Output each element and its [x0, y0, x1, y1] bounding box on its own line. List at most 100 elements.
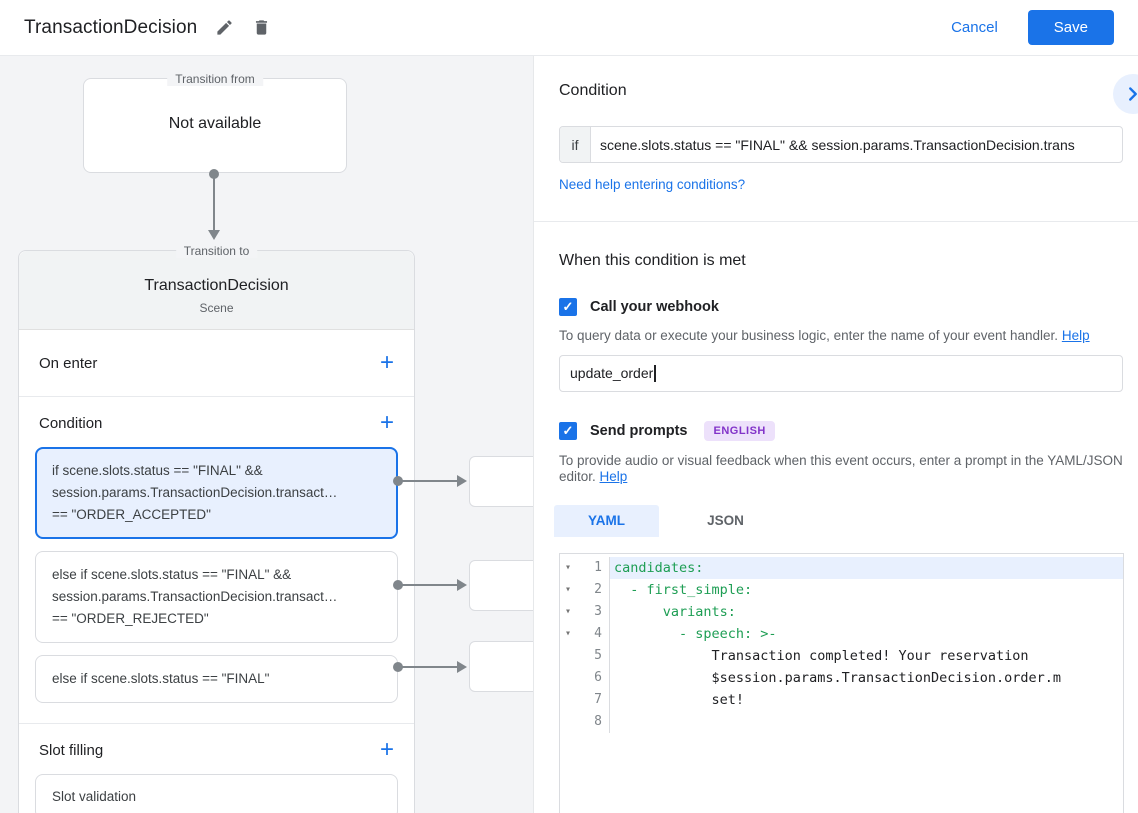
- connector-line: [399, 584, 457, 586]
- scene-type-label: Scene: [199, 301, 234, 315]
- prompts-help-link[interactable]: Help: [599, 469, 628, 484]
- trash-icon: [256, 20, 268, 35]
- arrow-right-icon: [457, 661, 467, 673]
- code-line: [610, 711, 1123, 733]
- collapse-arrow-icon[interactable]: ▾: [565, 627, 572, 639]
- chevron-right-icon: [1129, 87, 1137, 101]
- condition-card-final[interactable]: else if scene.slots.status == "FINAL": [35, 655, 398, 703]
- condition-text: == "ORDER_ACCEPTED": [52, 507, 211, 522]
- tab-json[interactable]: JSON: [707, 513, 744, 528]
- panel-condition-heading: Condition: [559, 82, 627, 99]
- webhook-label: Call your webhook: [590, 299, 719, 315]
- condition-card-accepted[interactable]: if scene.slots.status == "FINAL" && sess…: [35, 447, 398, 539]
- line-number: 5: [594, 647, 602, 663]
- save-button[interactable]: Save: [1027, 10, 1114, 45]
- transition-from-box: Transition from Not available: [83, 72, 347, 173]
- code-line: Transaction completed! Your reservation: [614, 647, 1029, 664]
- send-prompts-label: Send prompts: [590, 422, 688, 439]
- condition-expression-input[interactable]: scene.slots.status == "FINAL" && session…: [600, 136, 1075, 153]
- code-line: - first_simple:: [614, 581, 753, 598]
- code-line: candidates:: [610, 556, 1123, 579]
- connector-dot: [393, 476, 403, 486]
- transition-target-node[interactable]: [469, 560, 533, 611]
- when-met-heading: When this condition is met: [559, 252, 746, 269]
- on-enter-row[interactable]: On enter +: [19, 330, 414, 397]
- collapse-panel-button[interactable]: [1113, 74, 1138, 114]
- webhook-help-link[interactable]: Help: [1061, 328, 1090, 343]
- page-title: TransactionDecision: [24, 16, 198, 38]
- slot-filling-section: Slot filling + Slot validation: [19, 723, 414, 813]
- condition-detail-panel: Condition if scene.slots.status == "FINA…: [533, 56, 1138, 813]
- line-number: 8: [594, 713, 602, 729]
- connector-dot: [393, 580, 403, 590]
- collapse-arrow-icon[interactable]: ▾: [565, 605, 572, 617]
- on-enter-label: On enter: [39, 354, 98, 372]
- condition-text: if scene.slots.status == "FINAL" &&: [52, 463, 263, 478]
- condition-text: == "ORDER_REJECTED": [52, 611, 209, 626]
- check-icon: ✓: [562, 299, 574, 314]
- scene-name: TransactionDecision: [144, 277, 289, 294]
- condition-text: session.params.TransactionDecision.trans…: [52, 485, 338, 500]
- webhook-checkbox[interactable]: ✓: [559, 298, 577, 316]
- editor-line: ▾2 - first_simple:: [560, 578, 1123, 601]
- slot-validation-label: Slot validation: [52, 789, 137, 804]
- connector-line: [213, 174, 215, 232]
- transition-from-value: Not available: [168, 115, 262, 132]
- webhook-handler-value: update_order: [570, 365, 654, 381]
- arrow-right-icon: [457, 579, 467, 591]
- line-number: 3: [594, 603, 602, 619]
- edit-title-button[interactable]: [215, 18, 234, 37]
- scene-card: Transition to TransactionDecision Scene …: [18, 244, 415, 813]
- delete-scene-button[interactable]: [252, 18, 271, 37]
- editor-line: 7 set!: [560, 688, 1123, 711]
- header: TransactionDecision Cancel Save: [0, 0, 1138, 56]
- webhook-helper-text: To query data or execute your business l…: [559, 328, 1090, 343]
- line-number: 6: [594, 669, 602, 685]
- condition-section: Condition + if scene.slots.status == "FI…: [19, 397, 414, 723]
- transition-from-legend: Transition from: [167, 72, 263, 86]
- text-caret: [654, 364, 656, 382]
- tab-yaml[interactable]: YAML: [554, 504, 659, 537]
- add-slot-button[interactable]: +: [379, 736, 394, 763]
- add-condition-button[interactable]: +: [379, 409, 394, 436]
- editor-line: 8: [560, 710, 1123, 733]
- slot-validation-card[interactable]: Slot validation: [35, 774, 398, 813]
- connector-line: [399, 480, 457, 482]
- collapse-arrow-icon[interactable]: ▾: [565, 561, 572, 573]
- transition-target-node[interactable]: [469, 641, 533, 692]
- condition-text: else if scene.slots.status == "FINAL" &&: [52, 567, 292, 582]
- condition-text: else if scene.slots.status == "FINAL": [52, 671, 270, 686]
- language-badge: ENGLISH: [704, 420, 775, 441]
- line-number: 7: [594, 691, 602, 707]
- condition-help-link[interactable]: Need help entering conditions?: [559, 177, 746, 192]
- prompts-helper-text: To provide audio or visual feedback when…: [559, 452, 1123, 485]
- yaml-editor[interactable]: ▾ 1 candidates: ▾2 - first_simple: ▾ 3 var…: [559, 552, 1124, 813]
- line-number: 4: [594, 625, 602, 641]
- if-prefix-label: if: [560, 127, 591, 162]
- arrow-right-icon: [457, 475, 467, 487]
- condition-expression-group: if scene.slots.status == "FINAL" && sess…: [559, 126, 1123, 163]
- cancel-button[interactable]: Cancel: [935, 11, 1014, 44]
- code-line: $session.params.TransactionDecision.orde…: [614, 669, 1062, 686]
- editor-line: ▾ 4 - speech: >-: [560, 622, 1123, 645]
- pencil-icon: [217, 20, 232, 35]
- collapse-arrow-icon[interactable]: ▾: [565, 583, 572, 595]
- transition-target-node[interactable]: [469, 456, 533, 507]
- condition-card-rejected[interactable]: else if scene.slots.status == "FINAL" &&…: [35, 551, 398, 643]
- webhook-handler-input[interactable]: update_order: [559, 354, 1123, 392]
- code-line: variants:: [614, 603, 736, 620]
- scene-card-header[interactable]: TransactionDecision Scene: [19, 251, 414, 330]
- arrow-down-icon: [208, 230, 220, 240]
- editor-line: 6 $session.params.TransactionDecision.or…: [560, 666, 1123, 689]
- editor-line: ▾ 3 variants:: [560, 600, 1123, 623]
- transition-to-legend: Transition to: [175, 244, 258, 258]
- section-divider: [534, 221, 1138, 222]
- line-number: 1: [594, 559, 602, 575]
- add-on-enter-button[interactable]: +: [379, 349, 394, 376]
- code-line: - speech: >-: [614, 625, 777, 642]
- send-prompts-checkbox[interactable]: ✓: [559, 421, 577, 440]
- check-icon: ✓: [562, 422, 574, 438]
- editor-line: 5 Transaction completed! Your reservatio…: [560, 644, 1123, 667]
- connector-dot: [393, 662, 403, 672]
- editor-line: ▾ 1 candidates:: [560, 556, 1123, 579]
